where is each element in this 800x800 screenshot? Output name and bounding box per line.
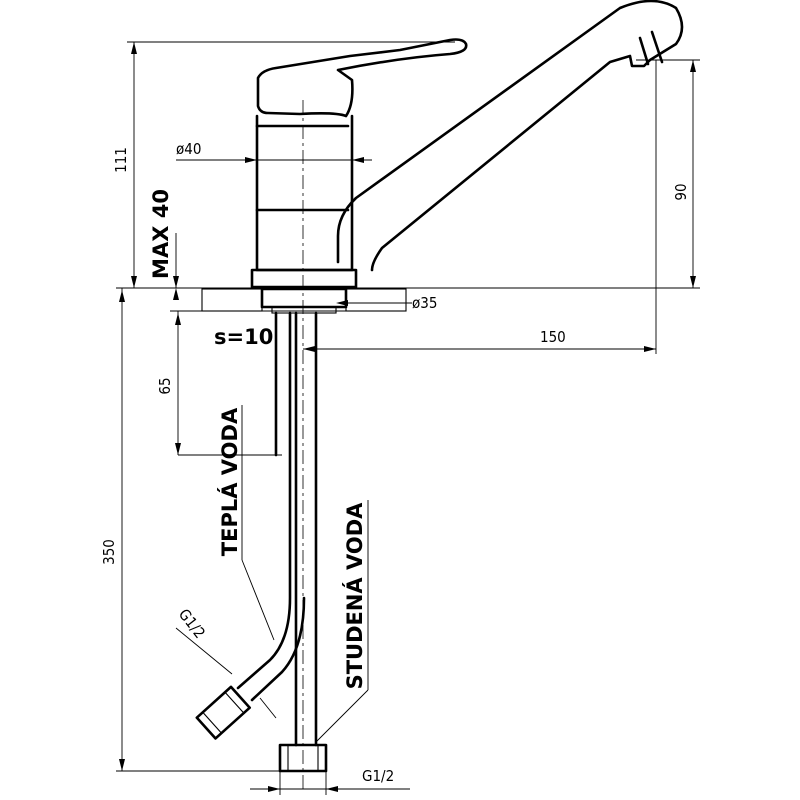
dim-spout-reach: 150 — [540, 328, 566, 346]
countertop-section — [201, 287, 407, 314]
dim-body-diameter: ø40 — [176, 140, 201, 158]
label-hot-water: TEPLÁ VODA — [217, 407, 242, 556]
dim-hole-diameter: ø35 — [412, 294, 437, 312]
supply-hoses — [195, 311, 328, 773]
dim-max-thickness: MAX 40 — [149, 189, 173, 279]
lever-handle — [256, 38, 468, 118]
dim-cold-thread: G1/2 — [362, 767, 394, 785]
spout — [336, 0, 684, 272]
dimension-lines: 111 90 ø40 MAX 40 ø35 s=10 150 — [100, 41, 700, 795]
dim-thickness: s=10 — [214, 325, 273, 349]
faucet-body — [250, 0, 684, 289]
hot-hose-nut — [195, 685, 252, 740]
label-cold-water: STUDENÁ VODA — [342, 502, 367, 690]
dim-hot-thread: G1/2 — [175, 605, 209, 641]
dim-spout-height: 90 — [672, 183, 690, 200]
dim-hose-offset: 65 — [156, 377, 174, 394]
dim-total-height: 111 — [112, 147, 130, 173]
water-labels: TEPLÁ VODA STUDENÁ VODA — [217, 405, 369, 743]
base-ring — [250, 268, 358, 289]
dim-hose-length: 350 — [100, 539, 118, 565]
